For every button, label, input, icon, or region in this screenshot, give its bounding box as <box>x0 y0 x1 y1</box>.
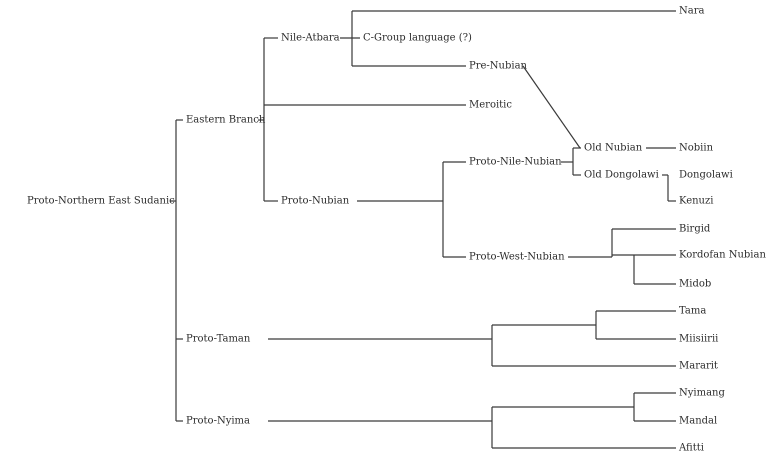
node-miisiirii: Miisiirii <box>679 334 718 345</box>
node-proto-taman: Proto-Taman <box>186 334 251 345</box>
node-nara: Nara <box>679 6 704 17</box>
proto-taman-connectors <box>268 310 676 367</box>
node-nile-atbara: Nile-Atbara <box>281 33 340 44</box>
proto-west-nubian-connectors <box>568 228 676 285</box>
node-mararit: Mararit <box>679 361 718 372</box>
node-afitti: Afitti <box>678 443 704 454</box>
node-proto-northern-east-sudanic: Proto-Northern East Sudanic <box>27 196 175 207</box>
proto-nyima-connectors <box>268 392 676 449</box>
node-proto-nubian: Proto-Nubian <box>281 196 350 207</box>
proto-nile-nubian-connectors <box>561 147 581 176</box>
node-mandal: Mandal <box>679 416 717 427</box>
node-nyimang: Nyimang <box>679 388 725 399</box>
node-c-group-language: C-Group language (?) <box>363 33 472 44</box>
node-tama: Tama <box>679 306 706 317</box>
node-proto-nyima: Proto-Nyima <box>186 416 250 427</box>
node-old-dongolawi: Old Dongolawi <box>584 170 659 181</box>
node-kordofan-nubian: Kordofan Nubian <box>679 250 766 261</box>
node-birgid: Birgid <box>679 224 711 235</box>
node-proto-west-nubian: Proto-West-Nubian <box>469 252 565 263</box>
nile-atbara-connectors <box>340 10 676 67</box>
node-kenuzi: Kenuzi <box>679 196 713 207</box>
node-midob: Midob <box>679 279 711 290</box>
eastern-branch-connectors <box>258 37 466 202</box>
node-meroitic: Meroitic <box>469 100 512 111</box>
old-nubian-connectors <box>646 147 676 202</box>
node-pre-nubian: Pre-Nubian <box>469 61 528 72</box>
node-nobiin: Nobiin <box>679 143 714 154</box>
node-proto-nile-nubian: Proto-Nile-Nubian <box>469 157 562 168</box>
node-eastern-branch: Eastern Branch <box>186 115 266 126</box>
node-labels: Proto-Northern East Sudanic Eastern Bran… <box>27 6 766 454</box>
node-dongolawi: Dongolawi <box>679 170 733 181</box>
pre-nubian-connector <box>522 65 581 149</box>
node-old-nubian: Old Nubian <box>584 143 643 154</box>
root-connectors <box>170 119 183 422</box>
proto-nubian-connectors <box>357 161 466 258</box>
